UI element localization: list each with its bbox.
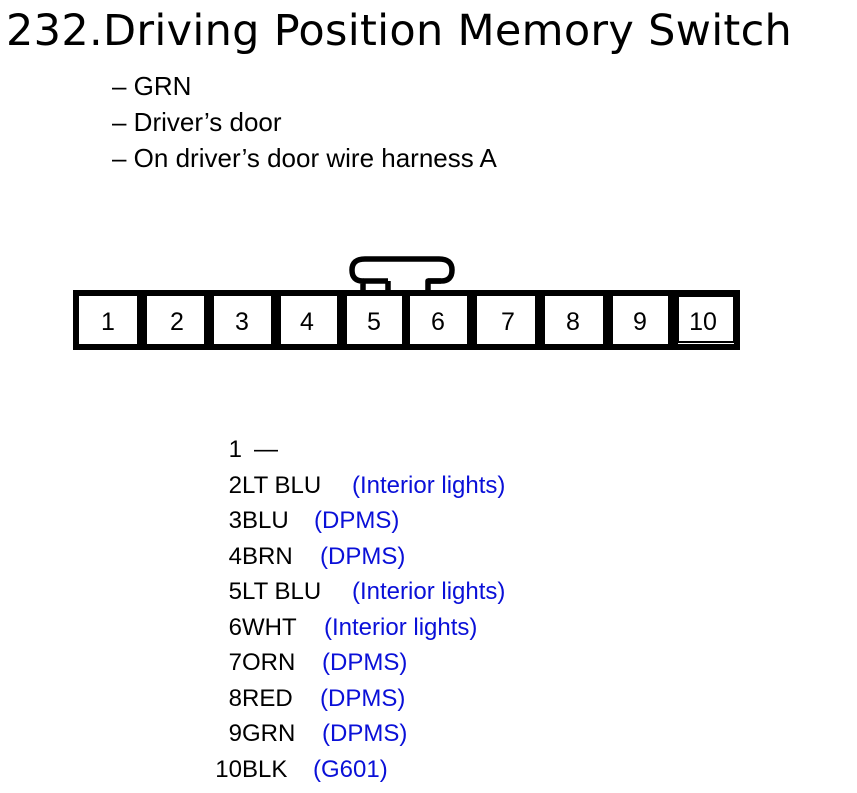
pin-description: (DPMS) <box>320 542 406 570</box>
pin-description: (G601) <box>313 755 388 783</box>
pin-description: (Interior lights) <box>352 578 506 605</box>
pin-wire-color: BRN <box>242 542 293 570</box>
pin-wire-color: — <box>254 436 278 463</box>
pin-wire-color: BLU <box>242 507 289 534</box>
pin-description: (Interior lights) <box>352 471 506 499</box>
pin-row: 6 WHT (Interior lights) <box>0 610 857 646</box>
connector-pin-label: 5 <box>367 308 381 336</box>
pin-row: 5 LT BLU (Interior lights) <box>0 574 857 610</box>
pin-wire-color: RED <box>242 684 293 712</box>
pin-row: 7 ORN (DPMS) <box>0 645 857 681</box>
connector-diagram: 1 2 3 4 5 6 7 8 9 10 <box>73 256 740 350</box>
pin-row: 1 — <box>0 432 857 468</box>
connector-pin-label: 9 <box>633 308 647 336</box>
pin-number: 7 <box>228 649 242 676</box>
pin-description: (Interior lights) <box>324 613 478 641</box>
connector-dividers <box>137 293 678 347</box>
pin-row: 3 BLU (DPMS) <box>0 503 857 539</box>
pin-number: 6 <box>228 613 242 641</box>
pin-wire-color: LT BLU <box>242 578 322 605</box>
connector-pin-label: 10 <box>689 308 717 336</box>
page-title: 232.Driving Position Memory Switch <box>6 6 793 56</box>
pin-description: (DPMS) <box>314 507 400 534</box>
connector-pin-label: 2 <box>170 308 184 336</box>
pin-number: 10 <box>215 755 242 783</box>
connector-pin-label: 6 <box>431 308 445 336</box>
connector-pin-label: 7 <box>501 308 515 336</box>
connector-pin-label: 3 <box>235 308 249 336</box>
connector-location: – Driver’s door <box>112 107 282 137</box>
connector-color: – GRN <box>112 71 192 101</box>
pin-description: (DPMS) <box>320 684 406 712</box>
pin-row: 8 RED (DPMS) <box>0 681 857 717</box>
pin-number: 2 <box>228 471 242 499</box>
pin-number: 1 <box>228 436 242 463</box>
pin-number: 8 <box>228 684 242 712</box>
connector-info-list: – GRN – Driver’s door – On driver’s door… <box>112 68 497 176</box>
pin-row: 9 GRN (DPMS) <box>0 716 857 752</box>
pin-description: (DPMS) <box>322 649 408 676</box>
pin-number: 5 <box>228 578 242 605</box>
pin-wire-color: LT BLU <box>242 471 322 499</box>
pin-wire-color: ORN <box>242 649 296 676</box>
pin-row: 4 BRN (DPMS) <box>0 539 857 575</box>
pin-assignment-list: 1 — 2 LT BLU (Interior lights) 3 BLU (DP… <box>0 432 857 787</box>
connector-lock-tab <box>349 256 455 293</box>
pin-wire-color: WHT <box>242 613 297 641</box>
pin-wire-color: BLK <box>242 755 288 783</box>
pin-number: 4 <box>228 542 242 570</box>
connector-pin-label: 8 <box>566 308 580 336</box>
pin-number: 3 <box>228 507 242 534</box>
pin-row: 10 BLK (G601) <box>0 752 857 788</box>
pin-number: 9 <box>228 720 242 747</box>
connector-harness: – On driver’s door wire harness A <box>112 143 497 173</box>
pin-10-cavity <box>677 295 735 343</box>
connector-pin-label: 4 <box>300 308 314 336</box>
pin-row: 2 LT BLU (Interior lights) <box>0 468 857 504</box>
connector-pin-label: 1 <box>101 308 115 336</box>
pin-wire-color: GRN <box>242 720 296 747</box>
pin-description: (DPMS) <box>322 720 408 747</box>
